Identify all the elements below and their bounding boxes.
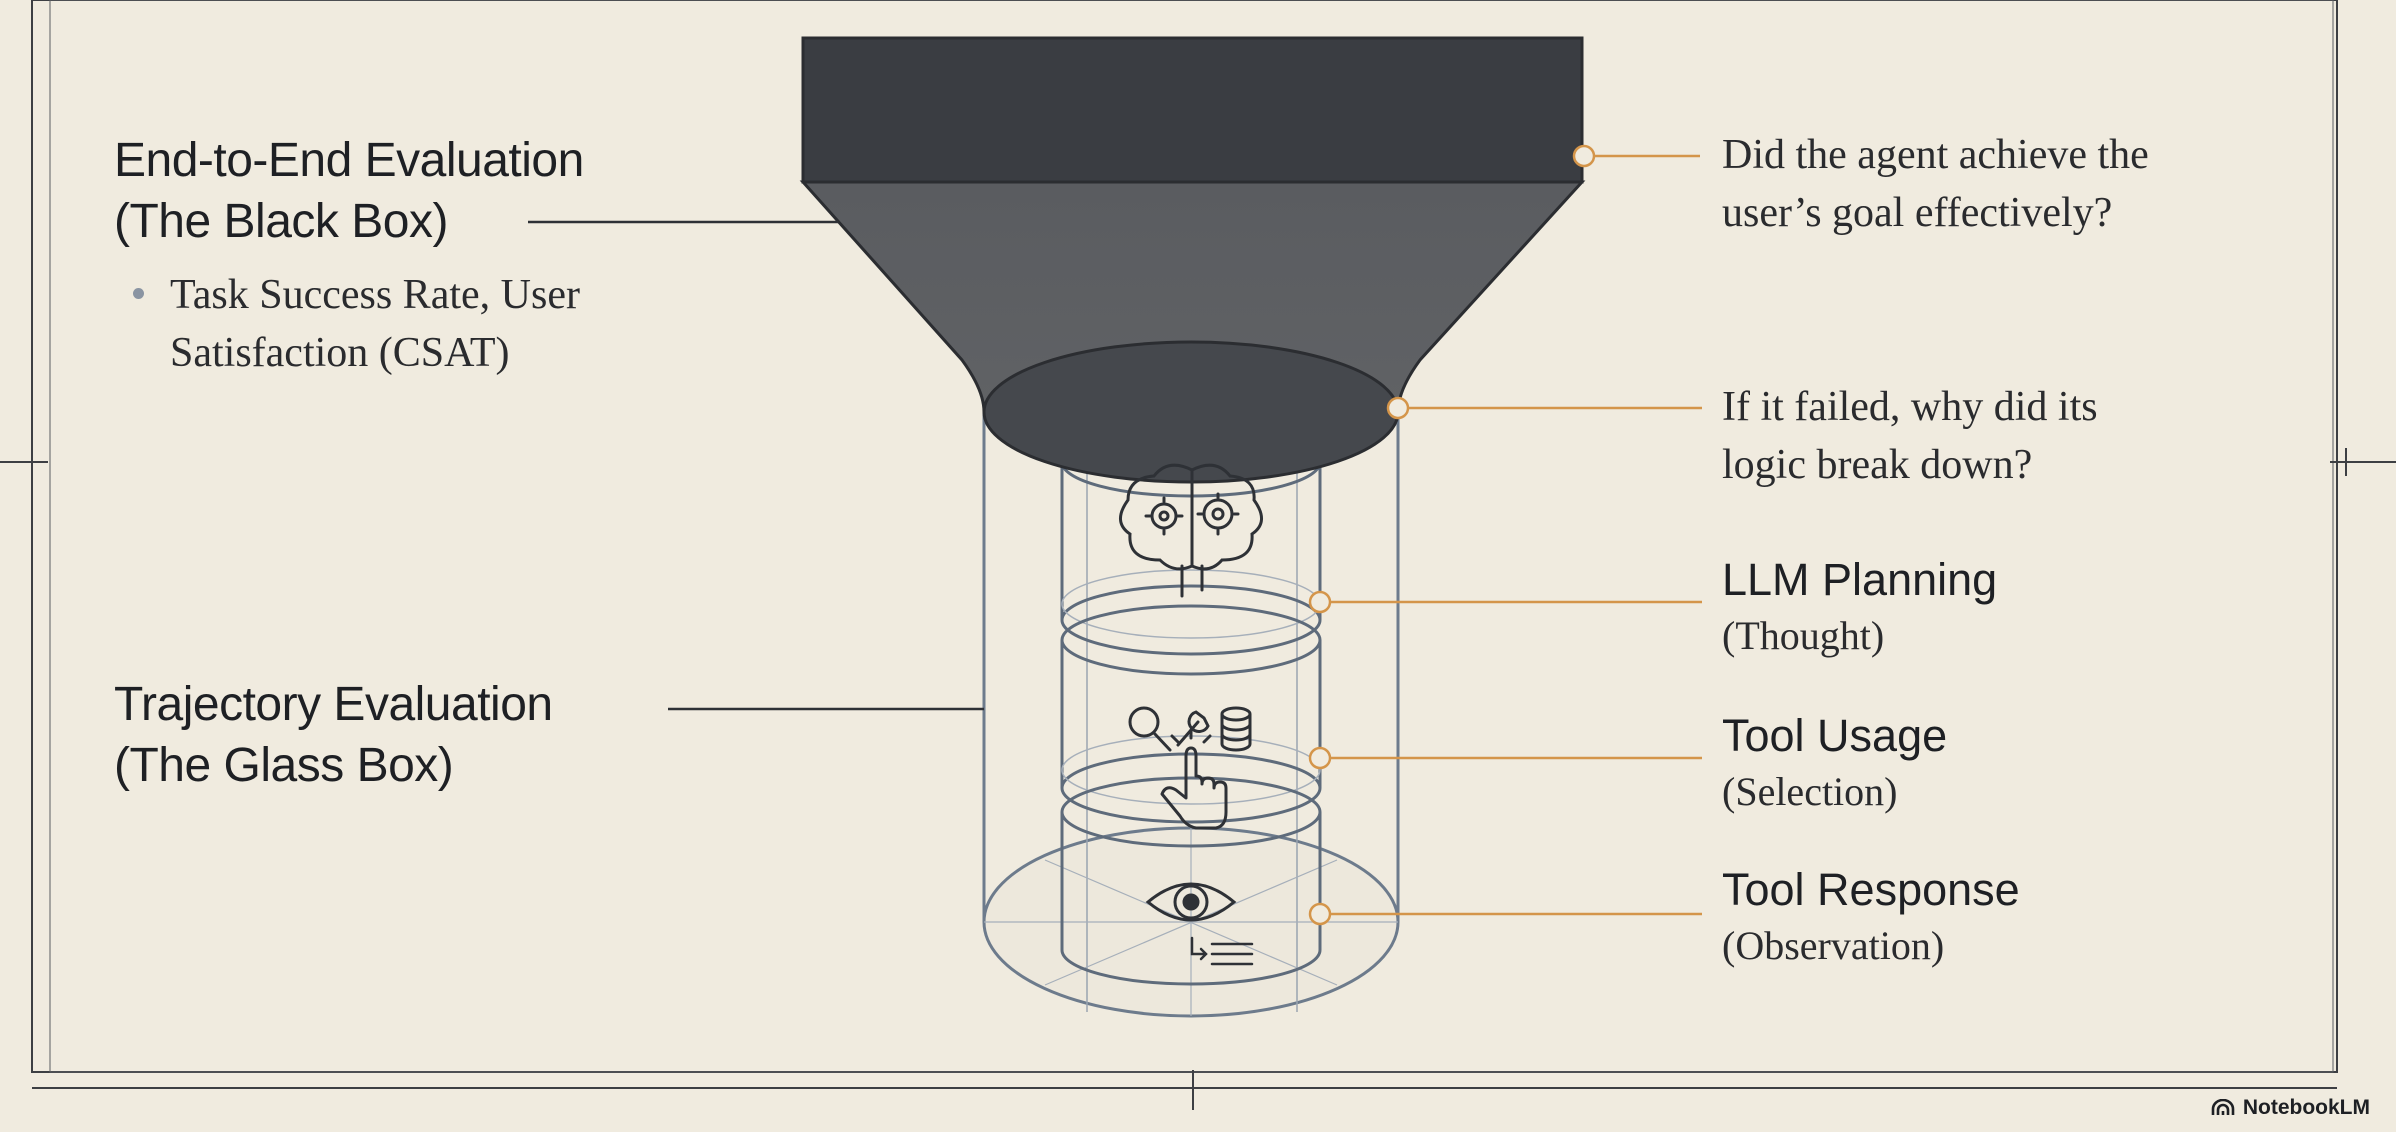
brain-gears-icon (1119, 463, 1263, 598)
brand-watermark: NotebookLM (2211, 1096, 2370, 1120)
question-fail-line2: logic break down? (1722, 442, 2033, 488)
llm-planning-title: LLM Planning (1722, 554, 1998, 605)
black-box-funnel (799, 36, 1586, 484)
question-goal-line1: Did the agent achieve the (1722, 132, 2149, 178)
tool-response-sub: (Observation) (1722, 923, 1945, 968)
notebooklm-logo-icon (2211, 1099, 2235, 1115)
llm-planning-label: LLM Planning (Thought) (1722, 552, 1997, 664)
connector-dot (1386, 396, 1410, 420)
connector-dot (1308, 590, 1332, 614)
tool-response-title: Tool Response (1722, 864, 2020, 915)
question-fail: If it failed, why did its logic break do… (1722, 378, 2098, 494)
glass-box-title-line1: Trajectory Evaluation (114, 678, 553, 731)
black-box-title: End-to-End Evaluation (The Black Box) (114, 130, 584, 252)
brand-name: NotebookLM (2242, 1096, 2370, 1119)
bullet-icon (133, 288, 144, 299)
black-box-metrics: Task Success Rate, User Satisfaction (CS… (170, 266, 580, 382)
black-box-title-line2: (The Black Box) (114, 195, 448, 248)
black-box-metrics-bullet: Task Success Rate, User Satisfaction (CS… (133, 266, 580, 382)
llm-planning-sub: (Thought) (1722, 613, 1885, 658)
tool-usage-title: Tool Usage (1722, 710, 1948, 761)
magnifier-icon (1128, 706, 1172, 752)
eye-icon (1145, 882, 1237, 922)
tool-usage-label: Tool Usage (Selection) (1722, 708, 1947, 820)
question-goal-line2: user’s goal effectively? (1722, 190, 2113, 236)
glass-box-title-line2: (The Glass Box) (114, 739, 454, 792)
glass-box-title: Trajectory Evaluation (The Glass Box) (114, 674, 553, 796)
right-connectors (1308, 144, 1702, 926)
connector-dot (1308, 902, 1332, 926)
question-fail-line1: If it failed, why did its (1722, 384, 2098, 430)
metrics-line2: Satisfaction (CSAT) (170, 330, 510, 376)
connector-dot (1308, 746, 1332, 770)
list-arrow-icon (1190, 936, 1254, 966)
black-box-title-line1: End-to-End Evaluation (114, 134, 584, 187)
question-goal: Did the agent achieve the user’s goal ef… (1722, 126, 2149, 242)
wrench-icon (1176, 710, 1210, 747)
tool-usage-sub: (Selection) (1722, 769, 1898, 814)
left-connectors (528, 220, 984, 711)
database-icon (1220, 706, 1252, 752)
connector-dot (1572, 144, 1596, 168)
metrics-line1: Task Success Rate, User (170, 272, 580, 318)
pointing-hand-icon (1160, 728, 1228, 830)
tool-response-label: Tool Response (Observation) (1722, 862, 2020, 974)
